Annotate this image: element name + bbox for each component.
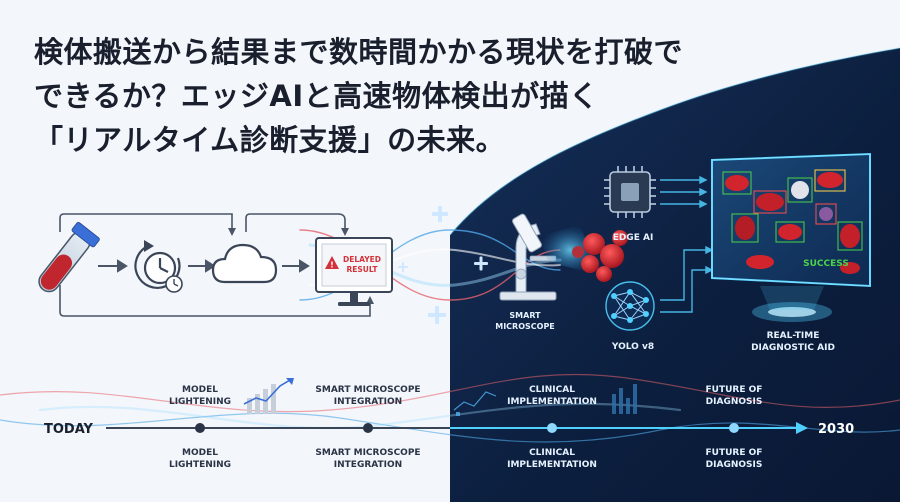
milestone-top-4-line2: DIAGNOSIS <box>706 397 763 407</box>
headline-line-2: できるか？エッジAIと高速物体検出が描く <box>34 79 599 113</box>
milestone-labels-bottom: MODEL LIGHTENING SMART MICROSCOPE INTEGR… <box>169 448 763 470</box>
realtime-aid-label-2: DIAGNOSTIC AID <box>751 343 835 353</box>
milestone-top-3-line1: CLINICAL <box>529 385 575 395</box>
timeline-dot <box>195 423 205 433</box>
realtime-aid-label-1: REAL-TIME <box>767 331 820 341</box>
milestone-bottom-3-line1: CLINICAL <box>529 448 575 458</box>
plus-sparkles <box>398 206 488 324</box>
dark-chart-icon <box>453 384 637 416</box>
holographic-screen <box>711 152 871 322</box>
warning-icon <box>325 256 339 269</box>
loop-top-right <box>245 213 346 232</box>
delayed-result-label-1: DELAYED <box>343 255 381 264</box>
timeline-start: TODAY <box>44 422 94 437</box>
neural-network-icon <box>605 281 655 331</box>
delayed-result-label-2: RESULT <box>346 265 378 274</box>
milestone-top-1-line1: MODEL <box>182 385 218 395</box>
headline-line-3: 「リアルタイム診断支援」の未来。 <box>34 123 506 157</box>
milestone-bottom-2-line2: INTEGRATION <box>334 460 402 470</box>
data-flow-arrows <box>660 175 714 313</box>
headline: 検体搬送から結果まで数時間かかる現状を打破で できるか？エッジAIと高速物体検出… <box>34 30 814 162</box>
loop-top-arrow <box>59 213 233 232</box>
test-tube-icon <box>38 222 100 293</box>
smart-microscope-label-1: SMART <box>509 311 541 320</box>
future-background-edge <box>449 47 900 236</box>
timeline-arrowhead <box>796 422 808 434</box>
trend-chart-icon <box>243 378 294 414</box>
edge-ai-chip-icon <box>604 166 656 218</box>
milestone-top-2-line1: SMART MICROSCOPE <box>315 385 420 395</box>
milestone-bottom-4-line1: FUTURE OF <box>706 448 763 458</box>
timeline-dot <box>363 423 373 433</box>
blood-cells-cluster <box>572 230 628 282</box>
step-arrows <box>98 259 310 273</box>
headline-line-1: 検体搬送から結果まで数時間かかる現状を打破で <box>34 35 684 69</box>
current-workflow <box>59 213 374 317</box>
loop-bottom <box>59 285 371 317</box>
screen-cells <box>722 169 863 274</box>
timeline-dot <box>729 423 739 433</box>
milestone-labels-top: MODEL LIGHTENING SMART MICROSCOPE INTEGR… <box>169 385 763 407</box>
edge-ai-label: EDGE AI <box>613 233 654 243</box>
success-label: SUCCESS <box>803 259 849 269</box>
clock-icon <box>134 240 183 293</box>
timeline-dot <box>547 423 557 433</box>
milestone-top-1-line2: LIGHTENING <box>169 397 231 407</box>
microscope-icon <box>499 213 557 301</box>
cloud-icon <box>211 243 278 284</box>
milestone-top-3-line2: IMPLEMENTATION <box>507 397 597 407</box>
milestone-top-4-line1: FUTURE OF <box>706 385 763 395</box>
milestone-bottom-2-line1: SMART MICROSCOPE <box>315 448 420 458</box>
timeline <box>106 378 808 434</box>
milestone-top-2-line2: INTEGRATION <box>334 397 402 407</box>
milestone-bottom-4-line2: DIAGNOSIS <box>706 460 763 470</box>
yolo-label: YOLO v8 <box>611 342 654 352</box>
milestone-bottom-1-line1: MODEL <box>182 448 218 458</box>
milestone-bottom-1-line2: LIGHTENING <box>169 460 231 470</box>
milestone-bottom-3-line2: IMPLEMENTATION <box>507 460 597 470</box>
svg-text:!: ! <box>330 261 334 270</box>
delayed-result-monitor: ! <box>315 237 393 306</box>
timeline-end: 2030 <box>818 422 854 437</box>
smart-microscope-label-2: MICROSCOPE <box>495 322 555 331</box>
